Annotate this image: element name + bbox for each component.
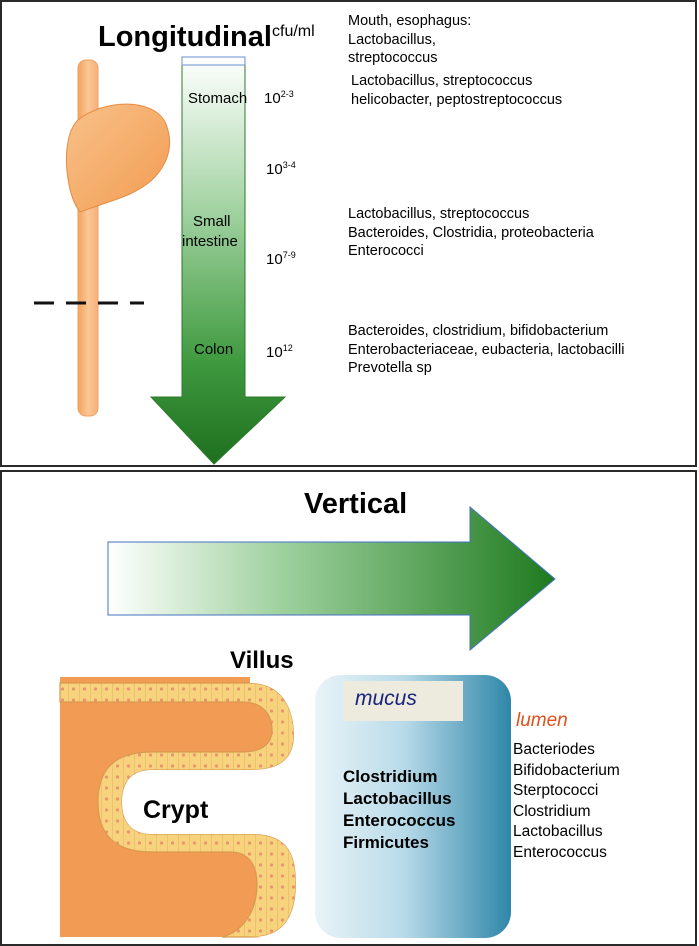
lumen-microbe-list: Bacteriodes Bifidobacterium Sterptococci…	[513, 740, 620, 863]
vertical-panel: Vertical Villus Crypt mucus Clostridium …	[0, 470, 697, 946]
small-intestine-microbes: Lactobacillus, streptococcus Bacteroides…	[348, 205, 594, 261]
list-item: Lactobacillus	[343, 788, 455, 810]
mouth-microbes: Mouth, esophagus: Lactobacillus, strepto…	[348, 12, 471, 68]
list-item: Firmicutes	[343, 832, 455, 854]
mucus-label: mucus	[355, 687, 417, 711]
small-intestine-label-line2: intestine	[182, 233, 238, 250]
list-item: Enterococcus	[513, 843, 620, 864]
list-item: streptococcus	[348, 49, 471, 68]
list-item: Lactobacillus	[513, 822, 620, 843]
lumen-label: lumen	[516, 710, 568, 732]
longitudinal-title: Longitudinal	[98, 21, 272, 53]
list-item: Sterptococci	[513, 781, 620, 802]
list-item: Mouth, esophagus:	[348, 12, 471, 31]
stomach-label: Stomach	[188, 90, 247, 107]
list-item: helicobacter, peptostreptococcus	[351, 91, 562, 110]
list-item: Bacteroides, Clostridia, proteobacteria	[348, 224, 594, 243]
list-item: Clostridium	[513, 802, 620, 823]
list-item: Lactobacillus,	[348, 31, 471, 50]
colon-microbes: Bacteroides, clostridium, bifidobacteriu…	[348, 322, 624, 378]
list-item: Lactobacillus, streptococcus	[351, 72, 562, 91]
list-item: Lactobacillus, streptococcus	[348, 205, 594, 224]
vertical-title: Vertical	[304, 488, 407, 520]
longitudinal-panel: Longitudinal cfu/ml Stomach Small intest…	[0, 0, 697, 467]
vertical-diagram	[2, 472, 697, 946]
list-item: Bacteriodes	[513, 740, 620, 761]
list-item: Enterococcus	[343, 810, 455, 832]
list-item: Prevotella sp	[348, 359, 624, 378]
colon-label: Colon	[194, 341, 233, 358]
upper-si-concentration: 103-4	[266, 160, 296, 178]
stomach-concentration: 102-3	[264, 89, 294, 107]
colon-concentration: 1012	[266, 343, 293, 361]
list-item: Bifidobacterium	[513, 761, 620, 782]
longitudinal-arrow	[151, 57, 285, 464]
small-intestine-concentration: 107-9	[266, 250, 296, 268]
vertical-arrow	[108, 507, 555, 650]
mucus-microbe-list: Clostridium Lactobacillus Enterococcus F…	[343, 766, 455, 854]
list-item: Enterobacteriaceae, eubacteria, lactobac…	[348, 341, 624, 360]
stomach-microbes: Lactobacillus, streptococcus helicobacte…	[351, 72, 562, 109]
stomach-shape	[67, 104, 170, 212]
unit-label: cfu/ml	[272, 23, 315, 40]
crypt-label: Crypt	[143, 794, 208, 826]
list-item: Enterococci	[348, 242, 594, 261]
small-intestine-label-line1: Small	[193, 213, 231, 230]
villus-label: Villus	[230, 645, 294, 677]
list-item: Clostridium	[343, 766, 455, 788]
list-item: Bacteroides, clostridium, bifidobacteriu…	[348, 322, 624, 341]
